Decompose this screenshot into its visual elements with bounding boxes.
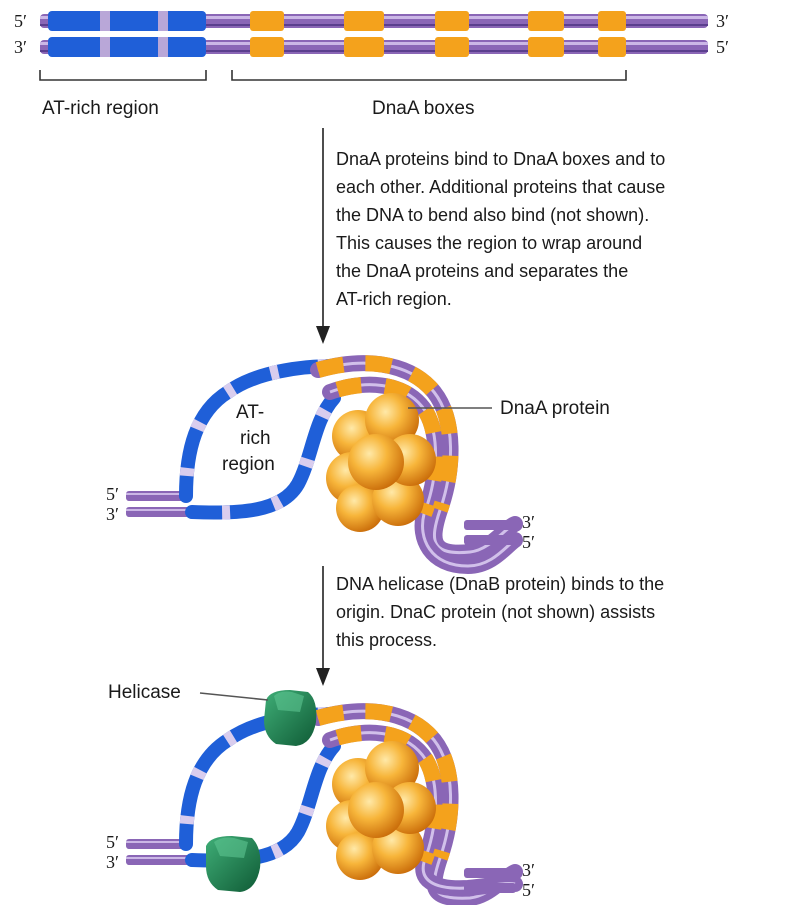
step-2-line: this process.	[336, 630, 437, 650]
step-2-line: DNA helicase (DnaB protein) binds to the	[336, 574, 664, 594]
at-rich-label-line: region	[222, 454, 275, 475]
step-1-caption: DnaA proteins bind to DnaA boxes and to …	[336, 149, 670, 309]
step-1-line: AT-rich region.	[336, 289, 452, 309]
helicase-loaded-stage: 5′ 3′ 3′ 5′ Helicase	[106, 682, 535, 900]
step-1-line: the DNA to bend also bind (not shown).	[336, 205, 649, 225]
at-rich-label-line: rich	[240, 428, 271, 449]
at-rich-label-line: AT-	[236, 402, 264, 423]
dnaa-box	[344, 11, 384, 31]
dnaa-boxes-bracket	[232, 70, 626, 80]
stage2-at-rich-label: AT- rich region	[222, 402, 276, 475]
mid-right-5-prime: 5′	[522, 532, 535, 552]
helicase-leader	[200, 693, 268, 700]
step-2-line: origin. DnaC protein (not shown) assists	[336, 602, 655, 622]
top-right-5-prime: 5′	[716, 37, 729, 57]
mid-right-3-prime: 3′	[522, 512, 535, 532]
bot-right-5-prime: 5′	[522, 880, 535, 900]
dnaa-protein-label: DnaA protein	[500, 398, 610, 419]
bot-right-3-prime: 3′	[522, 860, 535, 880]
mid-left-5-prime: 5′	[106, 484, 119, 504]
step-1-line: DnaA proteins bind to DnaA boxes and to	[336, 149, 665, 169]
dnaa-box	[598, 11, 626, 31]
step-1-line: This causes the region to wrap around	[336, 233, 642, 253]
step-2-caption: DNA helicase (DnaB protein) binds to the…	[336, 574, 669, 650]
dnaa-box	[344, 37, 384, 57]
dnaa-box	[528, 11, 564, 31]
dnaa-box	[528, 37, 564, 57]
step-2-arrow	[316, 566, 330, 686]
step-1-line: the DnaA proteins and separates the	[336, 261, 628, 281]
helicase-label: Helicase	[108, 682, 181, 703]
dnaa-box	[435, 37, 469, 57]
at-rich-region-label: AT-rich region	[42, 98, 159, 119]
helicase-lower	[206, 836, 260, 892]
mid-left-3-prime: 3′	[106, 504, 119, 524]
bot-left-5-prime: 5′	[106, 832, 119, 852]
helicase-upper	[264, 690, 316, 746]
bottom-strand	[40, 37, 708, 57]
top-strand	[40, 11, 708, 31]
linear-dna-stage: 5′ 3′ 3′ 5′ AT-rich region DnaA boxes	[14, 11, 729, 119]
dnaa-boxes-label: DnaA boxes	[372, 98, 474, 119]
dnaa-box	[250, 11, 284, 31]
dnaa-box	[598, 37, 626, 57]
dnaa-box	[435, 11, 469, 31]
top-right-3-prime: 3′	[716, 11, 729, 31]
bot-left-3-prime: 3′	[106, 852, 119, 872]
at-rich-bracket	[40, 70, 206, 80]
at-rich-segment	[48, 11, 206, 31]
wrapped-origin-stage: 5′ 3′ 3′ 5′ AT- rich region DnaA protein	[106, 363, 610, 566]
dnaa-box	[250, 37, 284, 57]
step-1-line: each other. Additional proteins that cau…	[336, 177, 665, 197]
at-rich-segment	[48, 37, 206, 57]
step-1-arrow	[316, 128, 330, 344]
top-left-5-prime: 5′	[14, 11, 27, 31]
top-left-3-prime: 3′	[14, 37, 27, 57]
